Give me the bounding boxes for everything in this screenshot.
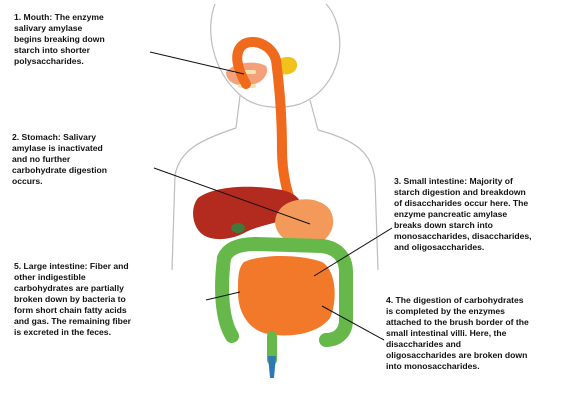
gallbladder [231,223,245,233]
label-mouth: 1. Mouth: The enzyme salivary amylase be… [14,12,154,67]
label-small-intestine: 3. Small intestine: Majority of starch d… [394,176,584,253]
neck-right [310,100,318,130]
label-stomach: 2. Stomach: Salivary amylase is inactiva… [12,132,162,187]
leader-line-mouth [150,52,244,74]
label-large-intestine: 5. Large intestine: Fiber and other indi… [14,261,204,338]
label-brush-border: 4. The digestion of carbohydrates is com… [386,295,586,372]
neck-left [236,96,240,128]
small-intestine [238,256,335,335]
anus [268,356,276,378]
